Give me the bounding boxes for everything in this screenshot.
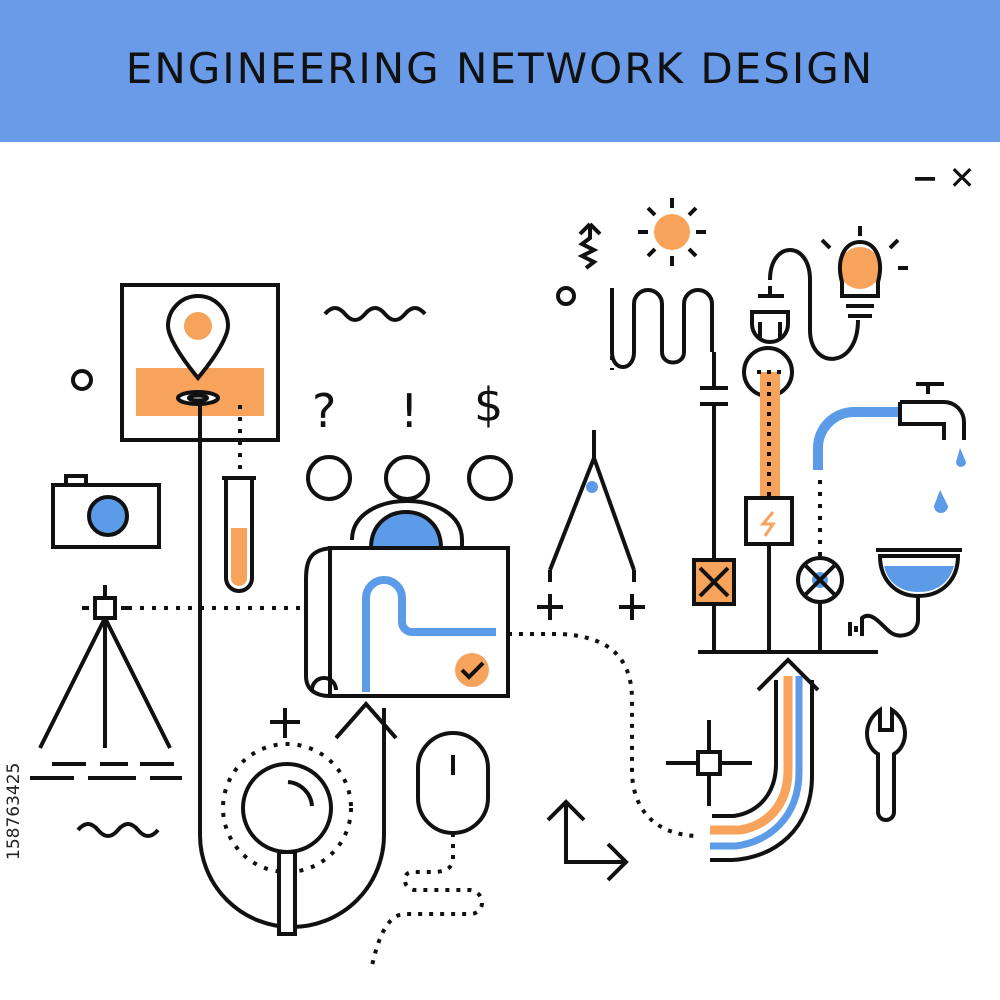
small-circle — [71, 369, 93, 391]
title-banner: ENGINEERING NETWORK DESIGN — [0, 0, 1000, 142]
dollar-sign: $ — [474, 378, 504, 432]
pipes-icon — [710, 657, 820, 862]
wrench-icon — [865, 706, 907, 822]
wave-line — [323, 306, 427, 322]
stock-id-label: 158763425 — [4, 762, 24, 860]
page-title: ENGINEERING NETWORK DESIGN — [125, 44, 875, 93]
blueprint-icon — [304, 546, 510, 698]
sink-icon — [848, 548, 962, 638]
heating-coil-icon — [610, 288, 714, 369]
wave-line — [76, 822, 160, 838]
electric-plug-icon — [750, 248, 860, 361]
dotted-connector — [508, 632, 701, 838]
squiggle-arrow — [577, 222, 602, 270]
sun-icon — [638, 198, 706, 266]
water-tap-icon — [813, 382, 966, 513]
capacitor-line — [700, 352, 728, 560]
meter-icon — [742, 346, 794, 498]
minimize-icon[interactable]: − — [911, 159, 939, 197]
test-tube-icon — [222, 405, 256, 593]
mouse-icon — [370, 731, 490, 967]
question-mark: ? — [312, 384, 337, 438]
arrow-up — [334, 700, 398, 740]
compass-icon — [548, 430, 636, 582]
crossed-valve-icon — [796, 556, 844, 650]
magnifier-icon — [221, 742, 353, 936]
valve-icon — [692, 558, 736, 606]
team-icon — [306, 455, 513, 598]
direction-arrows-icon — [546, 799, 629, 882]
crosshair-icon — [666, 720, 752, 806]
plus-icon — [537, 594, 645, 620]
small-circle — [556, 286, 576, 306]
tripod-icon — [30, 585, 182, 780]
plus-icon — [270, 708, 300, 738]
exclamation-mark: ! — [400, 384, 419, 438]
map-pin-icon — [120, 283, 280, 442]
lightning-box-icon — [744, 496, 794, 650]
close-icon[interactable]: ✕ — [948, 159, 976, 197]
light-bulb-icon — [820, 226, 908, 318]
camera-icon — [51, 474, 161, 549]
